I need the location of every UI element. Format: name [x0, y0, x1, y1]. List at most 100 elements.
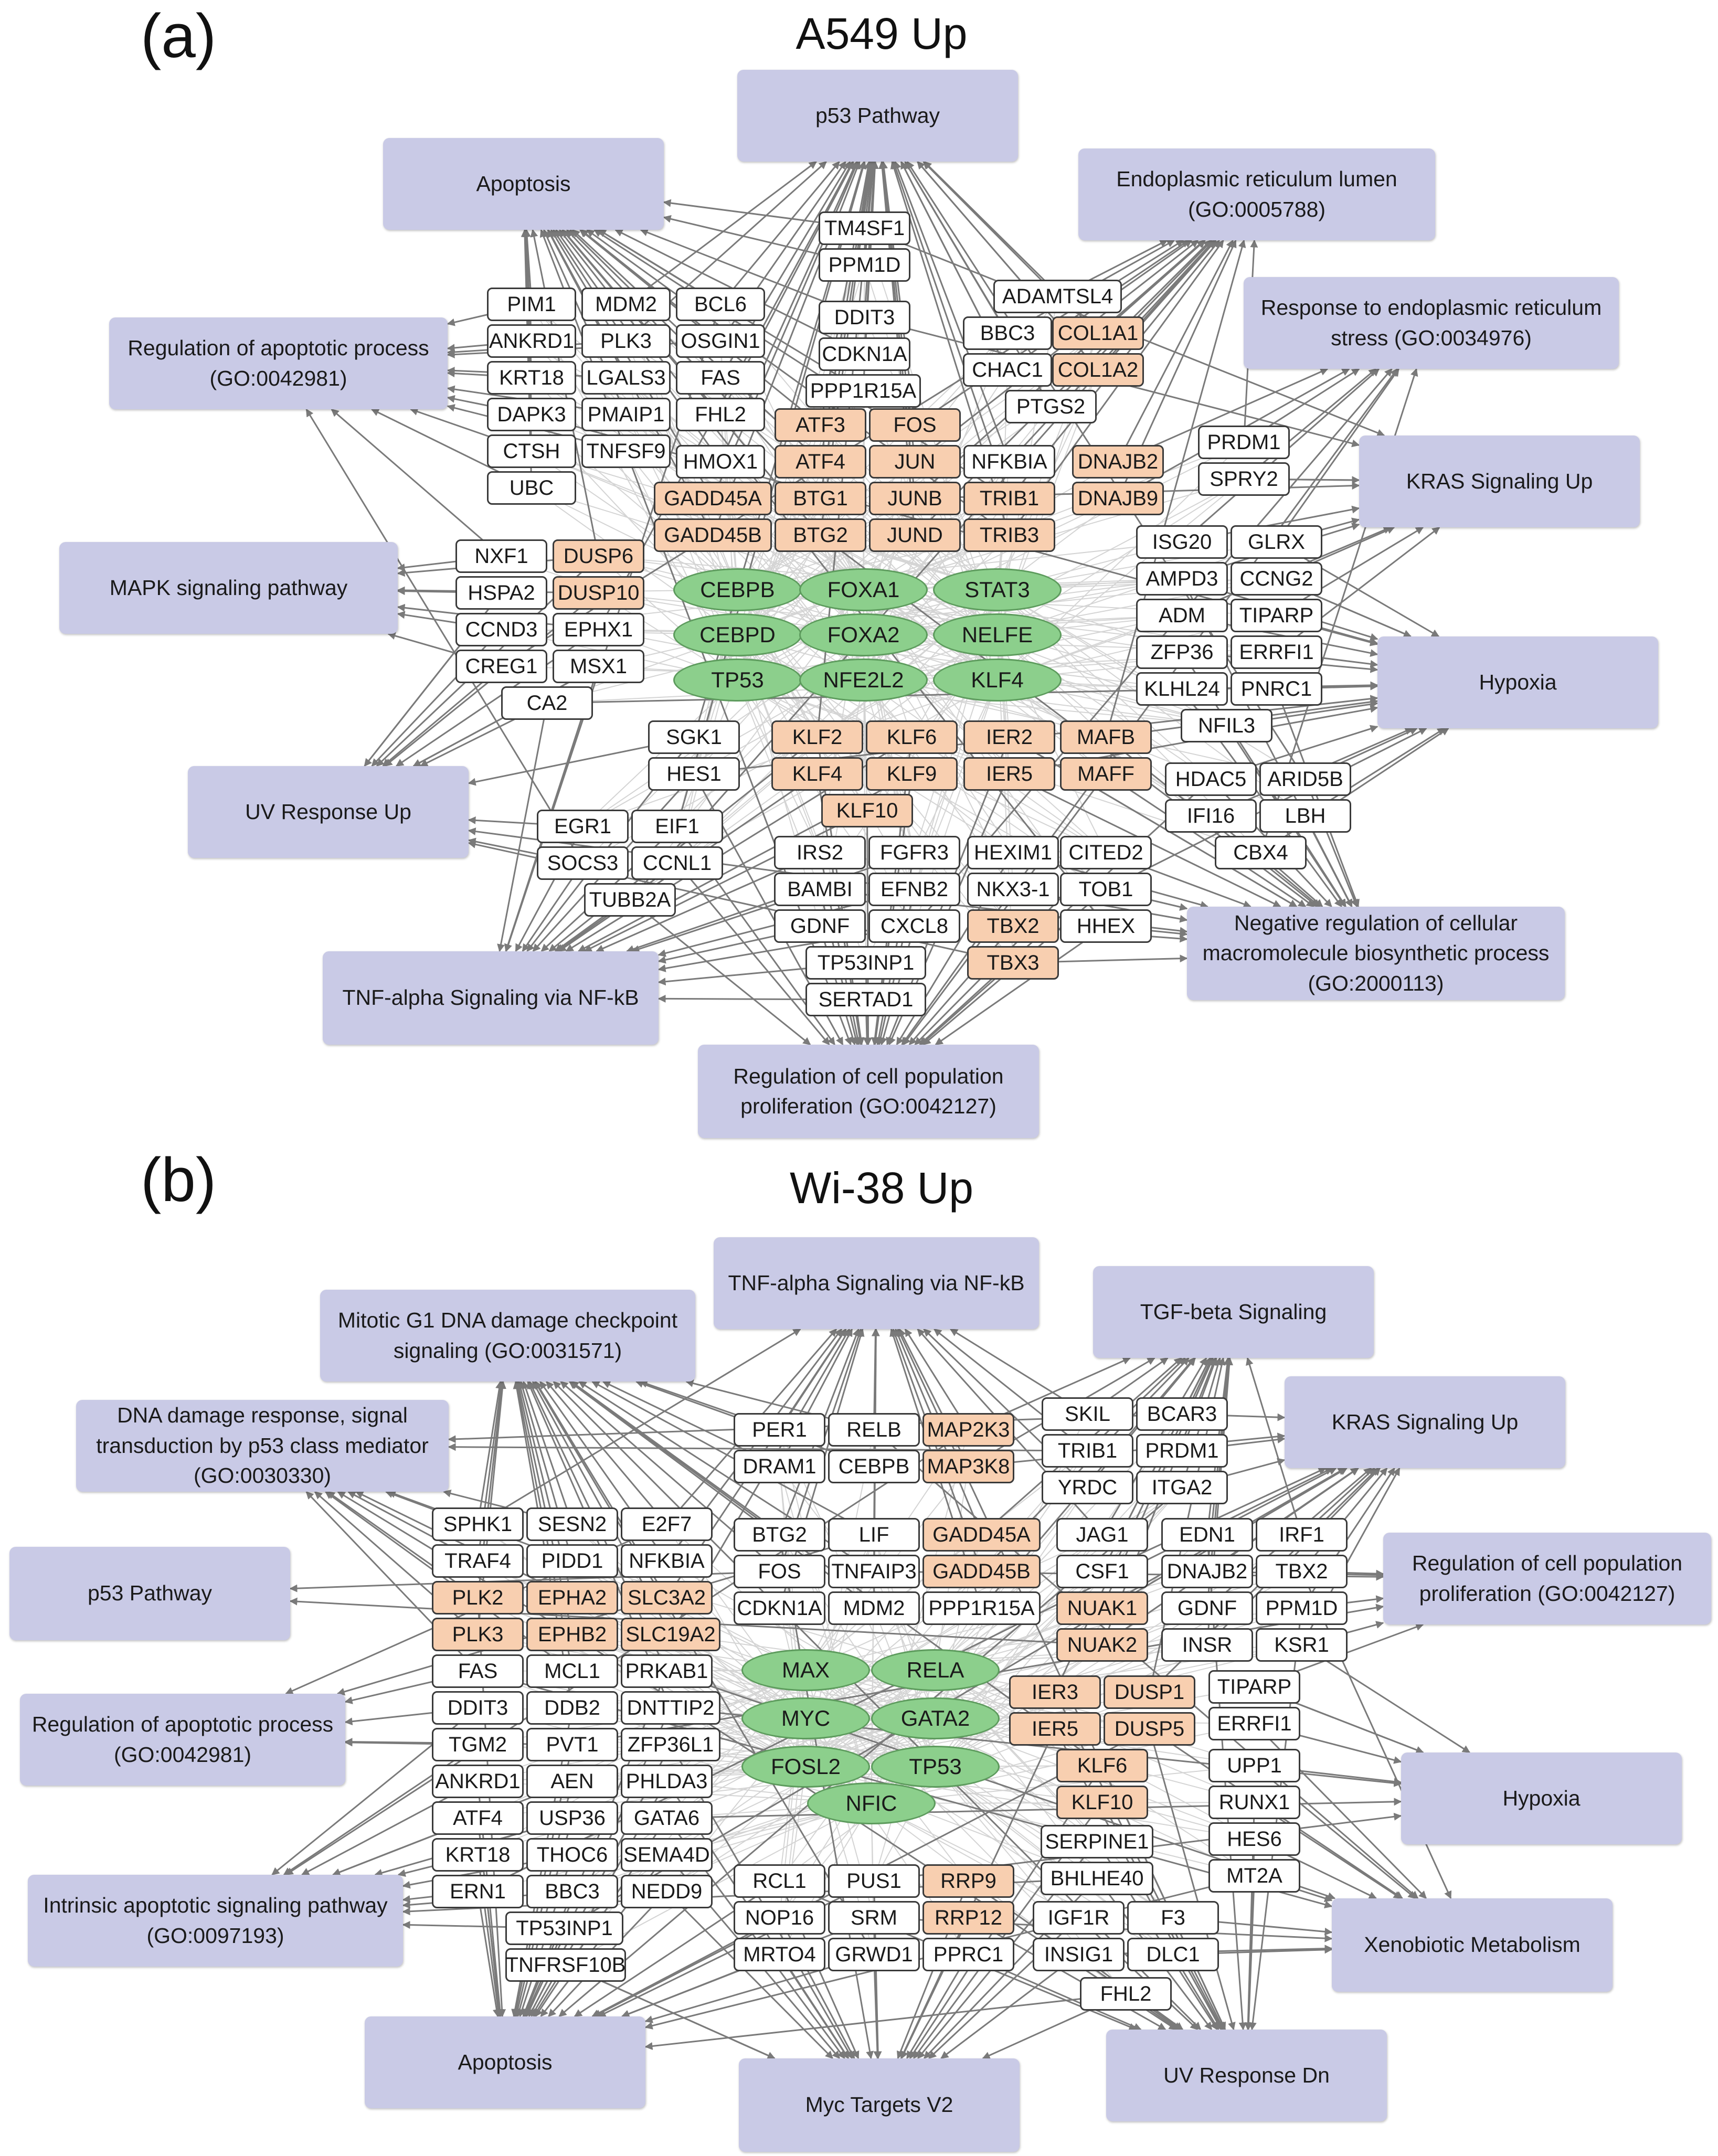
- gene-node-rrp9: RRP9: [922, 1864, 1014, 1898]
- tf-node-rela: RELA: [871, 1649, 1000, 1691]
- gene-node-jund: JUND: [869, 518, 961, 552]
- gene-node-ankrd1: ANKRD1: [432, 1765, 524, 1798]
- gene-node-cdkn1a: CDKN1A: [819, 337, 910, 371]
- gene-node-ier5: IER5: [963, 757, 1055, 791]
- gene-node-adamtsl4: ADAMTSL4: [993, 280, 1122, 313]
- gene-node-eif1: EIF1: [631, 810, 723, 843]
- gene-term-edge: [305, 408, 584, 864]
- gene-node-gata6: GATA6: [621, 1801, 713, 1835]
- gene-node-osgin1: OSGIN1: [676, 324, 765, 358]
- gene-node-arid5b: ARID5B: [1259, 762, 1351, 796]
- gene-node-nfil3: NFIL3: [1181, 709, 1272, 742]
- term-box-myc: Myc Targets V2: [739, 2058, 1020, 2152]
- gene-node-fas: FAS: [432, 1654, 524, 1688]
- gene-node-hes6: HES6: [1208, 1822, 1300, 1856]
- gene-node-hdac5: HDAC5: [1165, 762, 1257, 796]
- gene-node-nuak1: NUAK1: [1056, 1591, 1148, 1625]
- gene-node-fos: FOS: [869, 408, 961, 442]
- gene-node-krt18: KRT18: [487, 361, 576, 395]
- gene-node-klf10: KLF10: [821, 794, 913, 827]
- gene-node-ccnl1: CCNL1: [631, 846, 723, 880]
- gene-term-edge: [894, 161, 1010, 462]
- gene-node-ankrd1: ANKRD1: [487, 324, 576, 358]
- gene-term-edge: [892, 161, 1010, 499]
- gene-node-ccnd3: CCND3: [455, 613, 547, 646]
- gene-node-slc19a2: SLC19A2: [621, 1618, 720, 1651]
- gene-node-mdm2: MDM2: [828, 1591, 920, 1625]
- term-box-xeno: Xenobiotic Metabolism: [1332, 1898, 1613, 1992]
- term-box-erl: Endoplasmic reticulum lumen (GO:0005788): [1078, 148, 1435, 240]
- gene-node-egr1: EGR1: [537, 810, 629, 843]
- gene-node-ephb2: EPHB2: [526, 1618, 618, 1651]
- gene-node-fos: FOS: [734, 1555, 825, 1588]
- term-box-neg: Negative regulation of cellular macromol…: [1187, 907, 1565, 1000]
- gene-node-tp53inp1: TP53INP1: [505, 1911, 623, 1945]
- term-box-kras: KRAS Signaling Up: [1359, 436, 1640, 527]
- gene-term-edge: [477, 1380, 503, 1525]
- gene-node-mafb: MAFB: [1060, 720, 1152, 754]
- term-box-intr: Intrinsic apoptotic signaling pathway (G…: [28, 1875, 403, 1967]
- gene-node-mt2a: MT2A: [1208, 1859, 1300, 1893]
- panel-a-letter: (a): [141, 2, 217, 71]
- gene-node-ampd3: AMPD3: [1136, 562, 1228, 596]
- gene-term-edge: [331, 408, 502, 557]
- gene-node-yrdc: YRDC: [1042, 1471, 1133, 1504]
- gene-node-fhl2: FHL2: [1080, 1977, 1172, 2011]
- gene-node-sertad1: SERTAD1: [805, 983, 926, 1016]
- gene-node-hhex: HHEX: [1060, 909, 1152, 943]
- gene-node-cbx4: CBX4: [1215, 836, 1307, 869]
- term-box-p53: p53 Pathway: [9, 1547, 290, 1640]
- gene-node-sgk1: SGK1: [648, 720, 740, 754]
- gene-node-sema4d: SEMA4D: [621, 1838, 713, 1872]
- gene-node-zfp36l1: ZFP36L1: [621, 1728, 720, 1761]
- gene-node-skil: SKIL: [1042, 1397, 1133, 1431]
- gene-term-edge: [477, 1328, 801, 1525]
- gene-node-traf4: TRAF4: [432, 1544, 524, 1578]
- gene-node-nop16: NOP16: [734, 1901, 825, 1935]
- gene-node-spry2: SPRY2: [1198, 462, 1290, 496]
- gene-node-upp1: UPP1: [1208, 1749, 1300, 1782]
- gene-node-ubc: UBC: [487, 471, 576, 505]
- gene-node-klf2: KLF2: [771, 720, 863, 754]
- gene-term-edge: [873, 1954, 882, 2059]
- tf-gene-edge: [598, 592, 998, 635]
- gene-node-relb: RELB: [828, 1413, 920, 1447]
- gene-node-ier5: IER5: [1009, 1712, 1101, 1746]
- term-box-tnf: TNF-alpha Signaling via NF-kB: [323, 951, 659, 1045]
- gene-node-isg20: ISG20: [1136, 525, 1228, 559]
- gene-node-nkx3-1: NKX3-1: [967, 873, 1059, 906]
- gene-node-prkab1: PRKAB1: [621, 1654, 713, 1688]
- gene-term-edge: [1078, 1917, 1199, 2031]
- gene-node-gadd45b: GADD45B: [654, 518, 772, 552]
- gene-node-epha2: EPHA2: [526, 1581, 618, 1615]
- gene-term-edge: [906, 1954, 969, 2059]
- gene-term-edge: [591, 1380, 875, 1536]
- gene-node-runx1: RUNX1: [1208, 1786, 1300, 1819]
- tf-gene-edge: [572, 1560, 806, 1671]
- gene-node-msx1: MSX1: [553, 650, 644, 683]
- gene-node-bhlhe40: BHLHE40: [1041, 1862, 1153, 1895]
- gene-node-klf9: KLF9: [866, 757, 958, 791]
- tf-gene-edge: [863, 679, 868, 811]
- gene-node-dnajb2: DNAJB2: [1072, 445, 1164, 479]
- gene-node-lbh: LBH: [1259, 799, 1351, 833]
- term-box-mito: Mitotic G1 DNA damage checkpoint signali…: [320, 1290, 695, 1382]
- gene-node-atf4: ATF4: [775, 445, 866, 479]
- gene-node-ppm1d: PPM1D: [819, 248, 910, 282]
- gene-node-trib1: TRIB1: [1042, 1434, 1133, 1468]
- tf-node-max: MAX: [741, 1649, 870, 1691]
- gene-node-ksr1: KSR1: [1256, 1628, 1348, 1662]
- tf-node-foxa1: FOXA1: [799, 568, 928, 611]
- gene-term-edge: [1117, 239, 1234, 462]
- gene-node-ddit3: DDIT3: [819, 301, 910, 334]
- term-box-prolif: Regulation of cell population proliferat…: [698, 1045, 1039, 1138]
- gene-node-tob1: TOB1: [1060, 873, 1152, 906]
- gene-node-nfkbia: NFKBIA: [963, 445, 1055, 479]
- tf-node-cebpd: CEBPD: [673, 613, 802, 656]
- term-box-hyp: Hypoxia: [1377, 636, 1658, 728]
- gene-node-serpine1: SERPINE1: [1041, 1825, 1153, 1858]
- tf-node-klf4: KLF4: [933, 659, 1062, 702]
- gene-term-edge: [914, 239, 1199, 463]
- gene-node-glrx: GLRX: [1231, 525, 1322, 559]
- gene-node-ppp1r15a: PPP1R15A: [805, 374, 921, 408]
